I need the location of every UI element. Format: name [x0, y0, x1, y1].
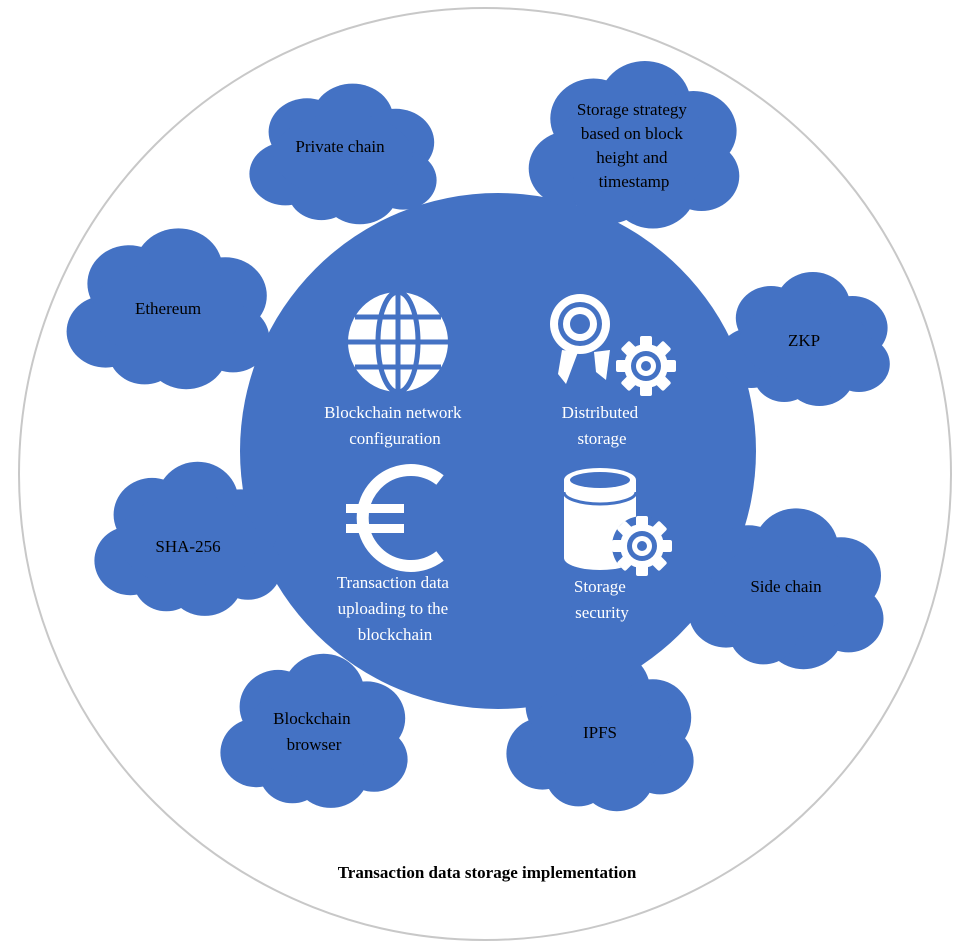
cloud-sha-256: SHA-256: [94, 461, 282, 616]
euro-icon: [346, 464, 444, 572]
database-gear-icon: [562, 468, 672, 576]
svg-text:IPFS: IPFS: [583, 723, 617, 742]
cloud-storage-strategy: Storage strategy based on block height a…: [528, 61, 740, 229]
svg-text:Blockchain browser: Blockchain browser: [273, 709, 355, 754]
cloud-blockchain-browser: Blockchain browser: [220, 653, 408, 808]
svg-text:Side chain: Side chain: [750, 577, 822, 596]
cloud-label: Private chain: [295, 137, 385, 156]
core-circle: [240, 193, 756, 709]
core-label-storage-security: Storage security: [574, 577, 630, 622]
svg-text:ZKP: ZKP: [788, 331, 820, 350]
cloud-side-chain: Side chain: [688, 508, 884, 670]
cloud-ipfs: IPFS: [506, 650, 694, 812]
core-label-distributed-storage: Distributed storage: [562, 403, 643, 448]
cloud-private-chain: Private chain: [249, 83, 437, 225]
award-ribbon-gear-icon: [550, 294, 676, 396]
globe-icon: [348, 289, 448, 395]
cloud-zkp: ZKP: [718, 272, 890, 406]
core-label-transaction-uploading: Transaction data uploading to the blockc…: [337, 573, 453, 644]
core-label-blockchain-network: Blockchain network configuration: [324, 403, 466, 448]
svg-text:Storage strategy based o: Storage strategy based on block height a…: [577, 100, 691, 191]
cloud-ethereum: Ethereum: [66, 228, 270, 390]
svg-text:SHA-256: SHA-256: [155, 537, 220, 556]
diagram-caption: Transaction data storage implementation: [338, 863, 637, 882]
svg-text:Private chain: Private chain: [295, 137, 385, 156]
svg-text:Ethereum: Ethereum: [135, 299, 201, 318]
